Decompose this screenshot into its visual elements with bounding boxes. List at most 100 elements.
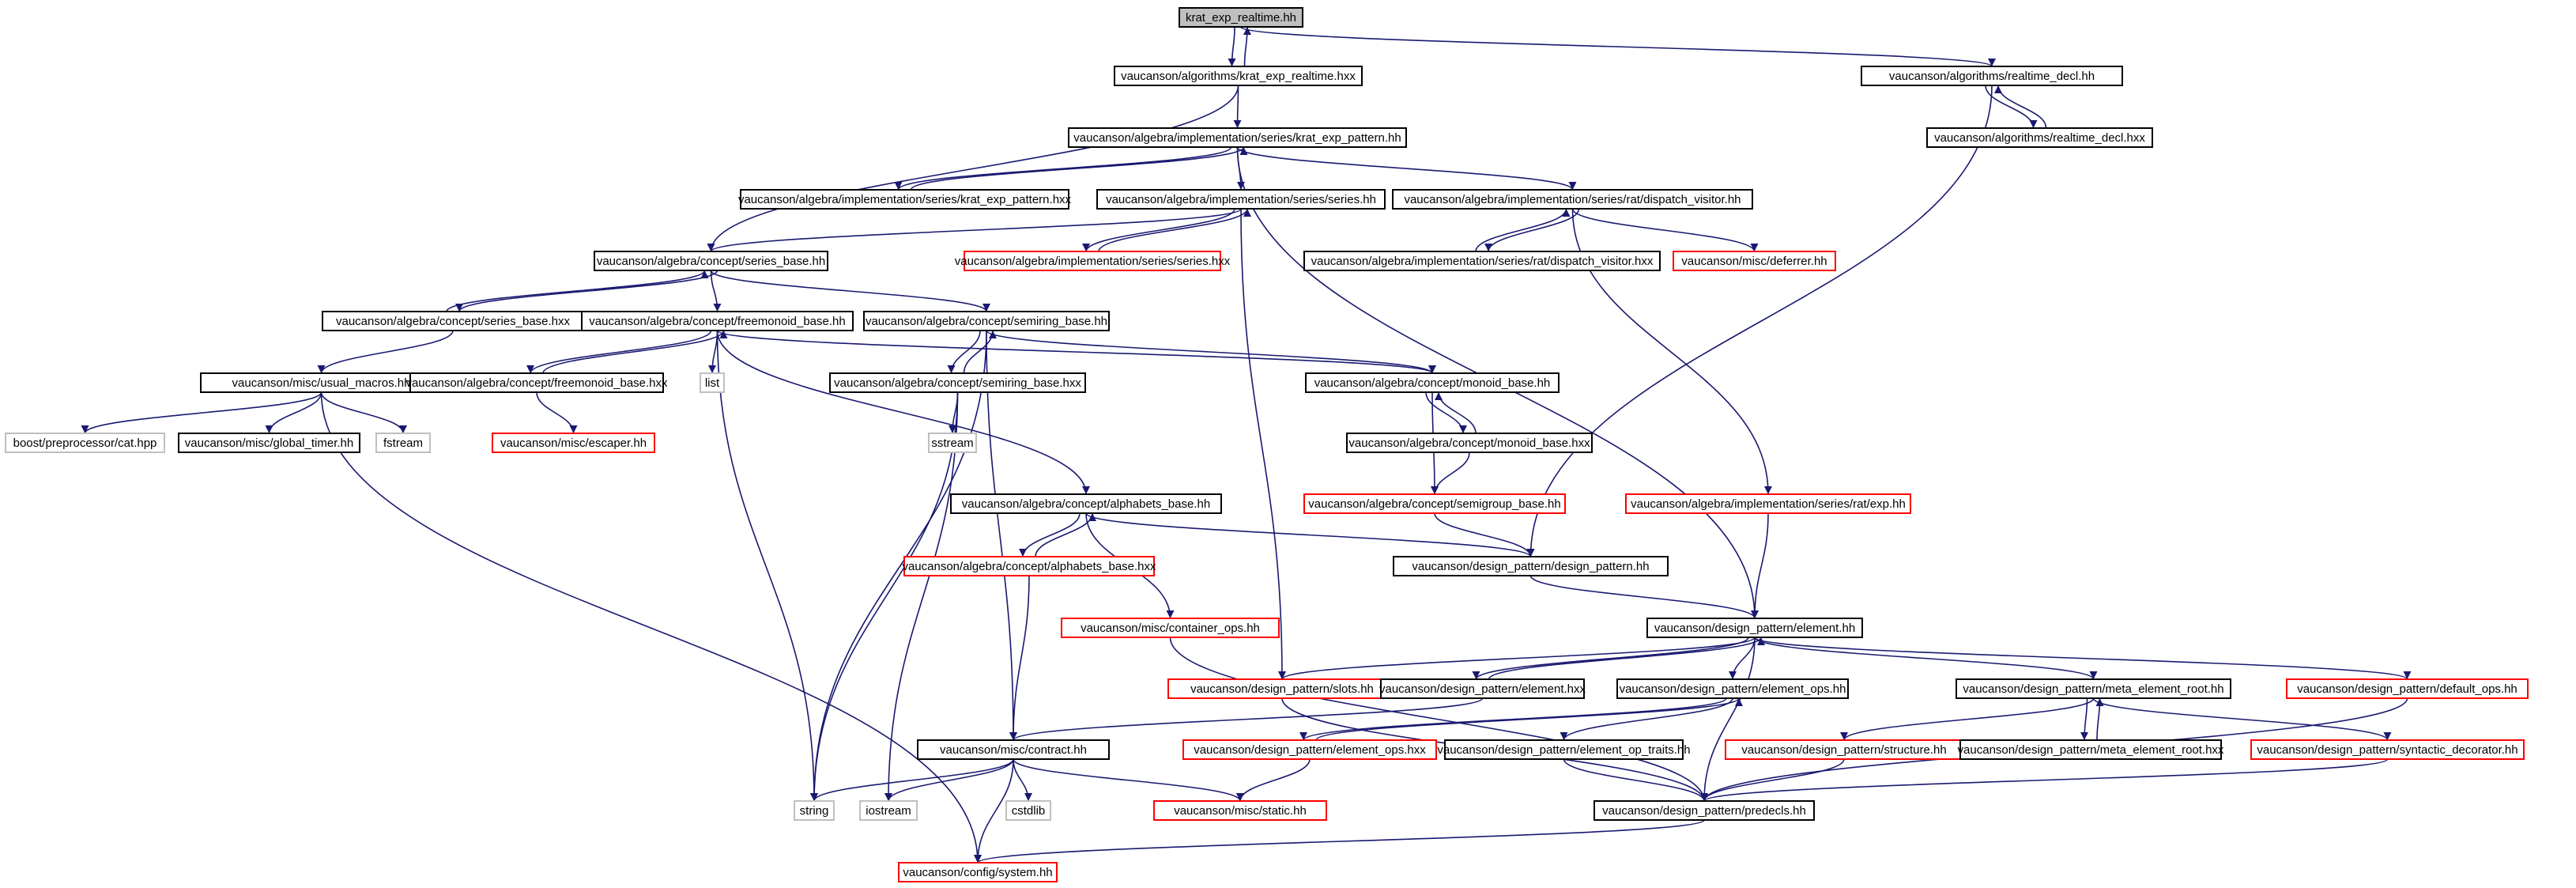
node-vaucanson-algebra-concept-alphabets-base-hxx[interactable]: vaucanson/algebra/concept/alphabets_base… (902, 556, 1156, 576)
node-vaucanson-misc-usual-macros-hh[interactable]: vaucanson/misc/usual_macros.hh (200, 372, 443, 393)
node-vaucanson-algebra-concept-semiring-base-hh[interactable]: vaucanson/algebra/concept/semiring_base.… (863, 311, 1110, 331)
node-vaucanson-algorithms-realtime-decl-hxx[interactable]: vaucanson/algorithms/realtime_decl.hxx (1926, 127, 2153, 148)
node-vaucanson-misc-contract-hh[interactable]: vaucanson/misc/contract.hh (917, 739, 1110, 760)
node-vaucanson-algebra-implementation-series-krat-exp-pattern-hxx[interactable]: vaucanson/algebra/implementation/series/… (738, 189, 1072, 210)
edge-vaucanson-algebra-concept-alphabets-base-hh-to-vaucanson-algebra-concept-alphabets-base-hxx (1019, 512, 1081, 557)
node-vaucanson-algorithms-krat-exp-realtime-hxx[interactable]: vaucanson/algorithms/krat_exp_realtime.h… (1114, 66, 1363, 86)
node-box (1005, 800, 1051, 821)
node-vaucanson-algebra-concept-semigroup-base-hh[interactable]: vaucanson/algebra/concept/semigroup_base… (1303, 493, 1566, 514)
node-vaucanson-algebra-concept-alphabets-base-hh[interactable]: vaucanson/algebra/concept/alphabets_base… (950, 493, 1222, 514)
node-label: krat_exp_realtime.hh (1186, 11, 1296, 25)
node-label: vaucanson/algebra/implementation/series/… (1311, 255, 1654, 268)
node-string[interactable]: string (794, 800, 835, 821)
node-vaucanson-algebra-concept-monoid-base-hh[interactable]: vaucanson/algebra/concept/monoid_base.hh (1305, 372, 1560, 393)
node-vaucanson-algebra-concept-monoid-base-hxx[interactable]: vaucanson/algebra/concept/monoid_base.hx… (1346, 433, 1593, 453)
node-vaucanson-algebra-concept-freemonoid-base-hh[interactable]: vaucanson/algebra/concept/freemonoid_bas… (581, 311, 854, 331)
edge-vaucanson-misc-usual-macros-hh-to-fstream (320, 391, 407, 434)
node-cstdlib[interactable]: cstdlib (1005, 800, 1051, 821)
node-vaucanson-config-system-hh[interactable]: vaucanson/config/system.hh (898, 862, 1058, 882)
edge-vaucanson-algebra-implementation-series-rat-dispatch-visitor-hh-to-vaucanson-algebra-implementation-series-rat-dispatch-visitor-hxx (1484, 208, 1580, 252)
node-label: string (800, 804, 829, 818)
node-vaucanson-design-pattern-structure-hh[interactable]: vaucanson/design_pattern/structure.hh (1725, 739, 1963, 760)
edge-vaucanson-algebra-concept-semiring-base-hh-to-string (810, 330, 987, 802)
node-vaucanson-design-pattern-element-ops-hxx[interactable]: vaucanson/design_pattern/element_ops.hxx (1182, 739, 1437, 760)
edge-vaucanson-algebra-concept-freemonoid-base-hh-to-vaucanson-algebra-concept-monoid-base-hh (716, 330, 1436, 374)
node-vaucanson-algebra-implementation-series-rat-dispatch-visitor-hh[interactable]: vaucanson/algebra/implementation/series/… (1392, 189, 1753, 210)
node-vaucanson-misc-escaper-hh[interactable]: vaucanson/misc/escaper.hh (492, 433, 655, 453)
node-box (950, 493, 1222, 514)
node-vaucanson-algorithms-realtime-decl-hh[interactable]: vaucanson/algorithms/realtime_decl.hh (1861, 66, 2123, 86)
node-vaucanson-algebra-implementation-series-krat-exp-pattern-hh[interactable]: vaucanson/algebra/implementation/series/… (1068, 127, 1407, 148)
node-list[interactable]: list (700, 372, 725, 393)
node-vaucanson-misc-static-hh[interactable]: vaucanson/misc/static.hh (1153, 800, 1327, 821)
edge-vaucanson-misc-contract-hh-to-string (810, 758, 1014, 802)
node-vaucanson-algebra-concept-semiring-base-hxx[interactable]: vaucanson/algebra/concept/semiring_base.… (829, 372, 1086, 393)
node-fstream[interactable]: fstream (375, 433, 431, 453)
edge-vaucanson-algebra-implementation-series-krat-exp-pattern-hh-to-vaucanson-algebra-implementation-series-rat-dispatch-visitor-hh (1236, 146, 1577, 191)
node-vaucanson-algebra-implementation-series-series-hxx[interactable]: vaucanson/algebra/implementation/series/… (955, 251, 1231, 271)
node-vaucanson-design-pattern-syntactic-decorator-hh[interactable]: vaucanson/design_pattern/syntactic_decor… (2250, 739, 2525, 760)
edge-vaucanson-misc-contract-hh-to-cstdlib (1013, 758, 1032, 802)
edge-vaucanson-design-pattern-meta-element-root-hh-to-vaucanson-design-pattern-syntactic-decorator-hh (2092, 697, 2392, 741)
node-vaucanson-algebra-implementation-series-rat-exp-hh[interactable]: vaucanson/algebra/implementation/series/… (1625, 493, 1911, 514)
node-box (1625, 493, 1911, 514)
node-label: vaucanson/algebra/concept/freemonoid_bas… (405, 376, 668, 390)
node-vaucanson-misc-deferrer-hh[interactable]: vaucanson/misc/deferrer.hh (1673, 251, 1836, 271)
node-box (1380, 678, 1585, 699)
edge-vaucanson-misc-contract-hh-to-vaucanson-config-system-hh (974, 758, 1014, 863)
node-vaucanson-algebra-concept-series-base-hh[interactable]: vaucanson/algebra/concept/series_base.hh (594, 251, 828, 271)
node-vaucanson-design-pattern-design-pattern-hh[interactable]: vaucanson/design_pattern/design_pattern.… (1393, 556, 1669, 576)
node-label: list (705, 376, 720, 390)
edges-layer (81, 26, 2412, 863)
edge-vaucanson-misc-usual-macros-hh-to-boost-preprocessor-cat-hpp (81, 391, 322, 434)
edge-vaucanson-misc-contract-hh-to-vaucanson-misc-static-hh (1013, 758, 1244, 802)
node-box (1646, 618, 1863, 638)
node-box (928, 433, 977, 453)
node-label: vaucanson/algebra/concept/semigroup_base… (1308, 497, 1560, 511)
node-box (1179, 7, 1303, 28)
node-label: vaucanson/algebra/concept/series_base.hh (597, 255, 825, 268)
node-vaucanson-misc-container-ops-hh[interactable]: vaucanson/misc/container_ops.hh (1061, 618, 1280, 638)
node-vaucanson-design-pattern-element-hxx[interactable]: vaucanson/design_pattern/element.hxx (1379, 678, 1586, 699)
node-vaucanson-design-pattern-predecls-hh[interactable]: vaucanson/design_pattern/predecls.hh (1593, 800, 1815, 821)
node-box (1303, 251, 1661, 271)
edge-vaucanson-algebra-implementation-series-series-hh-to-vaucanson-algebra-concept-series-base-hh (707, 208, 1242, 252)
node-vaucanson-algebra-implementation-series-rat-dispatch-visitor-hxx[interactable]: vaucanson/algebra/implementation/series/… (1303, 251, 1661, 271)
node-box (1061, 618, 1280, 638)
edge-vaucanson-design-pattern-element-hxx-to-vaucanson-misc-contract-hh (1009, 697, 1484, 741)
edge-vaucanson-design-pattern-design-pattern-hh-to-vaucanson-design-pattern-element-hh (1529, 575, 1759, 619)
edge-vaucanson-algebra-concept-alphabets-base-hxx-to-vaucanson-algebra-concept-alphabets-base-hh (1035, 512, 1096, 557)
node-vaucanson-design-pattern-meta-element-root-hxx[interactable]: vaucanson/design_pattern/meta_element_ro… (1958, 739, 2224, 760)
node-vaucanson-design-pattern-element-op-traits-hh[interactable]: vaucanson/design_pattern/element_op_trai… (1437, 739, 1691, 760)
node-vaucanson-misc-global-timer-hh[interactable]: vaucanson/misc/global_timer.hh (178, 433, 360, 453)
edge-vaucanson-algebra-concept-freemonoid-base-hxx-to-vaucanson-algebra-concept-freemonoid-base-hh (542, 330, 728, 374)
node-boost-preprocessor-cat-hpp[interactable]: boost/preprocessor/cat.hpp (5, 433, 165, 453)
node-label: vaucanson/design_pattern/default_ops.hh (2297, 682, 2518, 696)
edge-vaucanson-design-pattern-meta-element-root-hh-to-vaucanson-design-pattern-structure-hh (1840, 697, 2095, 741)
node-box (1956, 678, 2231, 699)
node-box (898, 862, 1058, 882)
node-vaucanson-design-pattern-element-ops-hh[interactable]: vaucanson/design_pattern/element_ops.hh (1616, 678, 1849, 699)
node-label: vaucanson/algebra/implementation/series/… (738, 193, 1072, 206)
edge-krat-exp-realtime-hh-to-vaucanson-algorithms-krat-exp-realtime-hxx (1228, 26, 1236, 67)
edge-vaucanson-design-pattern-element-ops-hxx-to-vaucanson-design-pattern-element-ops-hh (1315, 697, 1743, 741)
node-box (178, 433, 360, 453)
node-box (1392, 189, 1753, 210)
edge-vaucanson-algebra-concept-freemonoid-base-hh-to-vaucanson-algebra-concept-freemonoid-base-hxx (526, 330, 712, 374)
edge-vaucanson-algorithms-realtime-decl-hh-to-vaucanson-design-pattern-design-pattern-hh (1526, 85, 1993, 557)
edge-vaucanson-misc-usual-macros-hh-to-vaucanson-config-system-hh (320, 391, 982, 863)
node-vaucanson-algebra-concept-series-base-hxx[interactable]: vaucanson/algebra/concept/series_base.hx… (322, 311, 584, 331)
edge-vaucanson-algebra-concept-semiring-base-hxx-to-iostream (884, 391, 959, 802)
node-vaucanson-design-pattern-meta-element-root-hh[interactable]: vaucanson/design_pattern/meta_element_ro… (1956, 678, 2231, 699)
edge-vaucanson-algebra-implementation-series-krat-exp-pattern-hxx-to-vaucanson-algebra-implementation-series-krat-exp-pattern-hh (910, 146, 1248, 191)
node-krat-exp-realtime-hh[interactable]: krat_exp_realtime.hh (1179, 7, 1303, 28)
node-vaucanson-design-pattern-element-hh[interactable]: vaucanson/design_pattern/element.hh (1646, 618, 1863, 638)
node-vaucanson-design-pattern-default-ops-hh[interactable]: vaucanson/design_pattern/default_ops.hh (2286, 678, 2529, 699)
node-sstream[interactable]: sstream (928, 433, 977, 453)
node-iostream[interactable]: iostream (859, 800, 918, 821)
edge-vaucanson-design-pattern-element-hxx-to-vaucanson-design-pattern-element-hh (1488, 637, 1765, 680)
edge-vaucanson-algebra-concept-semiring-base-hh-to-vaucanson-misc-contract-hh (986, 330, 1017, 741)
node-vaucanson-algebra-concept-freemonoid-base-hxx[interactable]: vaucanson/algebra/concept/freemonoid_bas… (405, 372, 668, 393)
node-vaucanson-algebra-implementation-series-series-hh[interactable]: vaucanson/algebra/implementation/series/… (1096, 189, 1386, 210)
node-vaucanson-design-pattern-slots-hh[interactable]: vaucanson/design_pattern/slots.hh (1167, 678, 1397, 699)
